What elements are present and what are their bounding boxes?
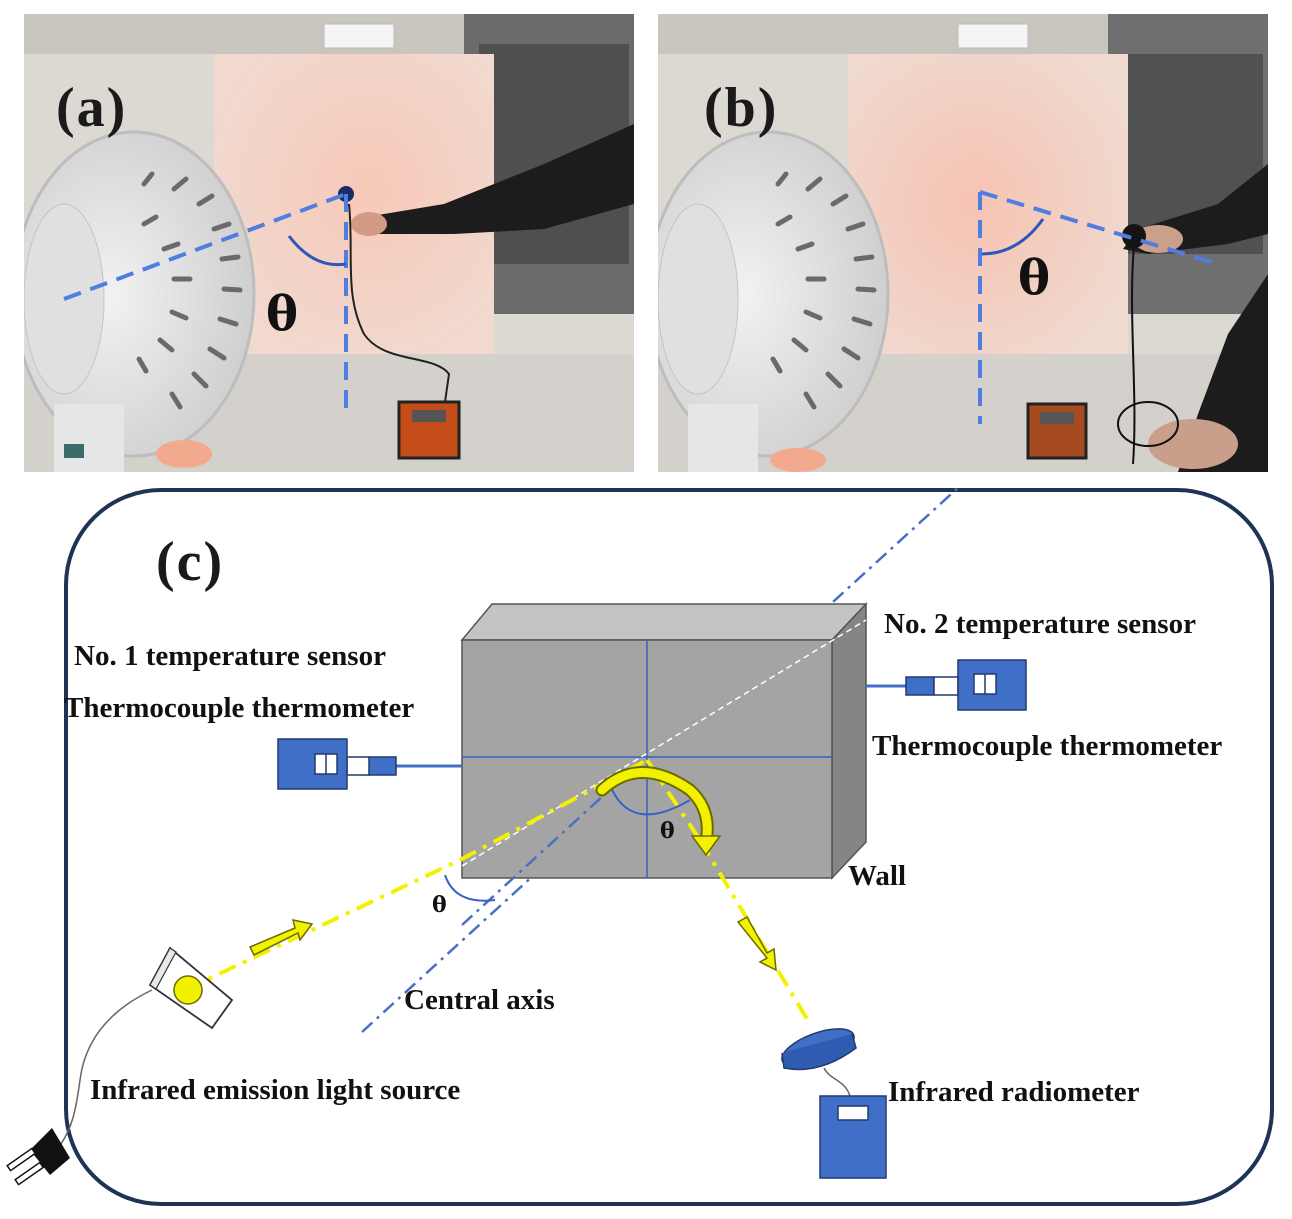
panel-label-a: (a) bbox=[56, 77, 128, 139]
central-axis-line bbox=[361, 485, 961, 1033]
reflection-angle-arc bbox=[609, 784, 691, 816]
radiometer-label: Infrared radiometer bbox=[888, 1076, 1140, 1108]
photo-panel-a: (a) θ bbox=[24, 14, 634, 472]
central-axis-label: Central axis bbox=[404, 984, 555, 1016]
panel-label-b: (b) bbox=[704, 77, 779, 139]
sensor1-device-label: Thermocouple thermometer bbox=[64, 692, 415, 724]
wall-block bbox=[460, 602, 868, 880]
thermocouple-1 bbox=[277, 738, 462, 790]
panel-label-c: (c) bbox=[156, 531, 225, 593]
incidence-angle-arc bbox=[444, 874, 496, 902]
incident-arrow-icon bbox=[248, 919, 314, 957]
thermocouple-2 bbox=[866, 659, 1027, 711]
theta-label-b: θ bbox=[1018, 250, 1051, 306]
photo-a-scene bbox=[24, 14, 634, 472]
wall-label: Wall bbox=[848, 860, 907, 892]
infrared-radiometer bbox=[781, 1028, 887, 1179]
infrared-heater bbox=[658, 130, 890, 472]
incident-dashed-line bbox=[63, 192, 347, 301]
photo-panel-b: (b) θ bbox=[658, 14, 1268, 472]
sensor2-device-label: Thermocouple thermometer bbox=[872, 730, 1223, 762]
photo-b-scene bbox=[658, 14, 1268, 472]
test-board bbox=[848, 54, 1128, 354]
power-plug-icon bbox=[6, 1128, 70, 1186]
incidence-angle-label: θ bbox=[432, 892, 447, 918]
infrared-heater bbox=[24, 130, 256, 472]
theta-label-a: θ bbox=[266, 286, 299, 342]
reflected-arrow-icon bbox=[736, 915, 777, 972]
panel-frame bbox=[64, 488, 1274, 1206]
reflection-angle-label: θ bbox=[660, 818, 675, 844]
infrared-light-source bbox=[57, 946, 234, 1149]
angle-arc bbox=[287, 235, 347, 267]
reflection-curved-arrow bbox=[597, 768, 712, 847]
incident-beam bbox=[184, 858, 461, 992]
schematic-drawing bbox=[6, 485, 1274, 1206]
sensor2-title: No. 2 temperature sensor bbox=[884, 608, 1196, 640]
light-source-label: Infrared emission light source bbox=[90, 1074, 461, 1106]
sensor1-title: No. 1 temperature sensor bbox=[74, 640, 386, 672]
angle-arc bbox=[981, 218, 1045, 256]
reflected-dashed-line bbox=[979, 190, 1219, 266]
schematic-panel-c: (c) No. 1 temperature sensor Thermocoupl… bbox=[0, 480, 1292, 1219]
